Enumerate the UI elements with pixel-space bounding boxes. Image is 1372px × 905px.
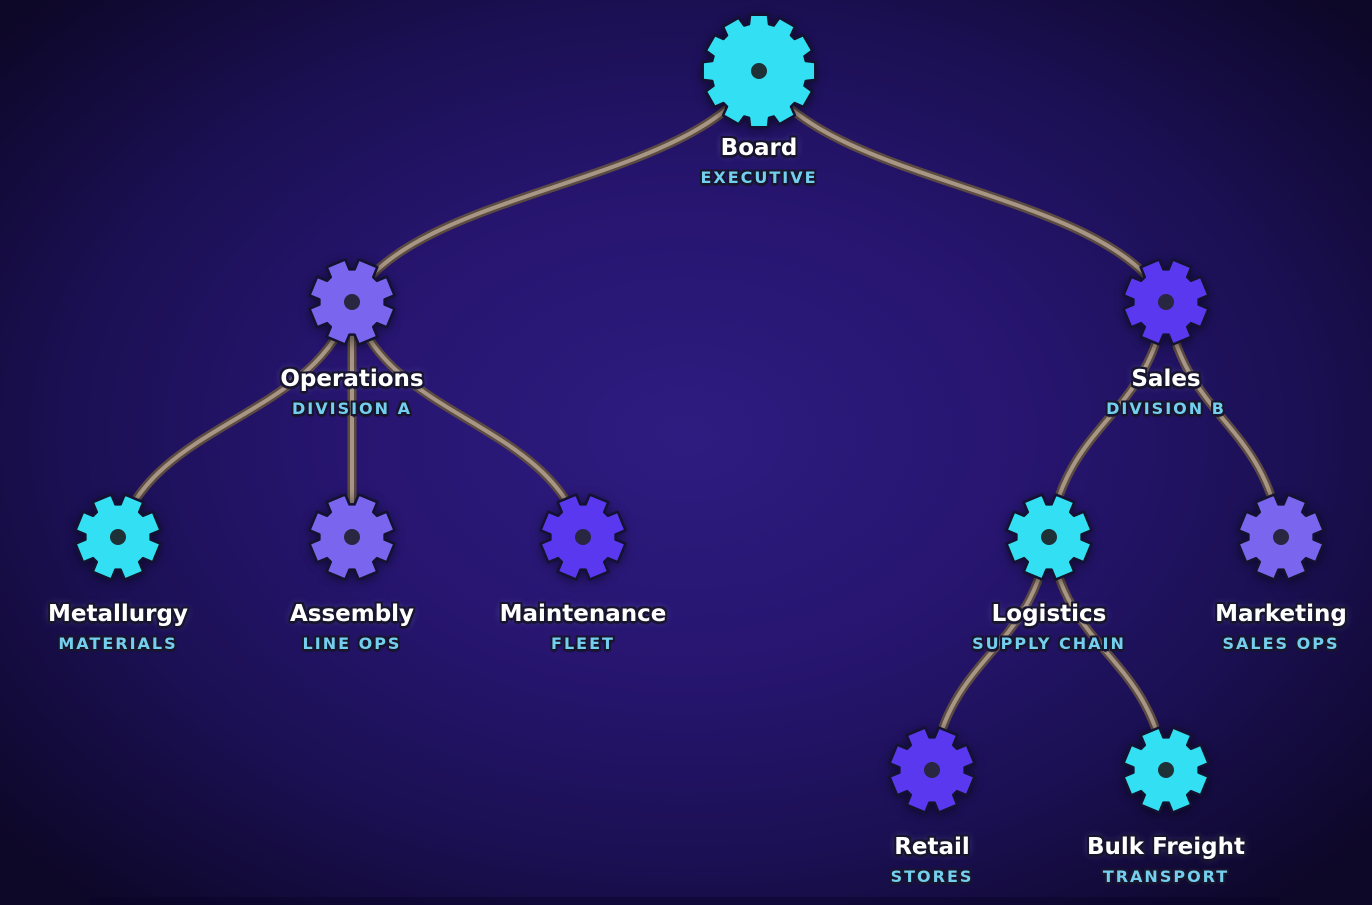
gear-hub-metallurgy bbox=[110, 529, 126, 545]
gear-node-board[interactable] bbox=[701, 13, 817, 129]
gear-node-retail[interactable] bbox=[888, 726, 976, 814]
gear-hub-logistics bbox=[1041, 529, 1057, 545]
gear-node-sales[interactable] bbox=[1122, 258, 1210, 346]
gear-node-maintenance[interactable] bbox=[539, 493, 627, 581]
gear-hub-sales bbox=[1158, 294, 1174, 310]
gear-hub-board bbox=[751, 63, 767, 79]
edge-inner-board-sales bbox=[757, 69, 1168, 304]
gear-node-marketing[interactable] bbox=[1237, 493, 1325, 581]
gear-hub-bulk_freight bbox=[1158, 762, 1174, 778]
gear-node-operations[interactable] bbox=[308, 258, 396, 346]
gear-hub-operations bbox=[344, 294, 360, 310]
gear-hub-marketing bbox=[1273, 529, 1289, 545]
edge-inner-board-operations bbox=[350, 69, 761, 304]
gear-node-assembly[interactable] bbox=[308, 493, 396, 581]
edge-inner-operations-metallurgy bbox=[116, 300, 354, 539]
edge-inner-operations-maintenance bbox=[350, 300, 585, 539]
gear-hub-retail bbox=[924, 762, 940, 778]
gear-node-metallurgy[interactable] bbox=[74, 493, 162, 581]
gear-node-bulk_freight[interactable] bbox=[1122, 726, 1210, 814]
gear-node-logistics[interactable] bbox=[1005, 493, 1093, 581]
gear-hub-assembly bbox=[344, 529, 360, 545]
bottom-edge-strip bbox=[90, 897, 1280, 905]
gear-hub-maintenance bbox=[575, 529, 591, 545]
